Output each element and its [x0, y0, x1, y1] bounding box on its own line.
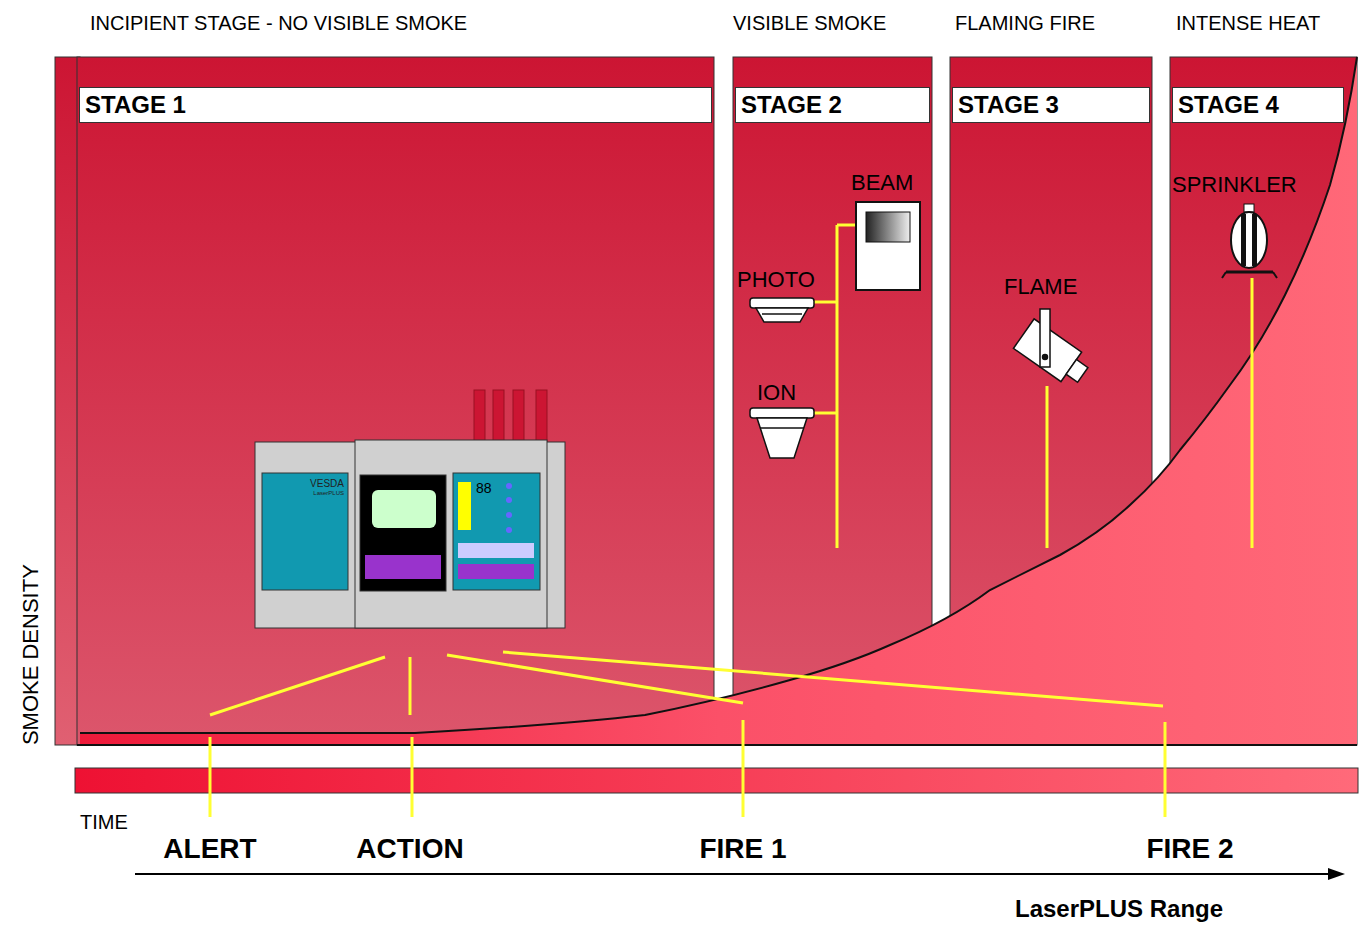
display-digits: 88	[476, 480, 492, 496]
detector-label: BEAM	[851, 170, 913, 195]
smoke-curve	[80, 57, 1357, 733]
density-bar	[55, 57, 80, 745]
stage-heading: INTENSE HEAT	[1176, 12, 1320, 35]
alarm-level: ACTION	[356, 833, 463, 865]
stage-heading: VISIBLE SMOKE	[733, 12, 886, 35]
stage-title: STAGE 1	[79, 87, 712, 123]
axis-label: TIME	[80, 811, 128, 834]
photo-detector	[750, 298, 814, 322]
detector-label: FLAME	[1004, 274, 1077, 299]
brand-text: VESDA	[310, 478, 344, 490]
detector-label: ION	[757, 380, 796, 405]
stage-title: STAGE 2	[735, 87, 930, 123]
detector-label: SPRINKLER	[1172, 172, 1297, 197]
flame-detector	[1013, 309, 1093, 390]
vesda-unit	[255, 390, 565, 628]
axis-label: SMOKE DENSITY	[17, 565, 42, 746]
yellow-leaders	[210, 225, 1252, 817]
stage-panel: INTENSE HEATSTAGE 4	[1170, 57, 1357, 745]
stage-heading: FLAMING FIRE	[955, 12, 1095, 35]
alarm-level: FIRE 1	[699, 833, 786, 865]
alarm-level: FIRE 2	[1146, 833, 1233, 865]
stage-panel	[77, 57, 714, 745]
smoke-curve-fill	[80, 57, 1357, 745]
time-arrow	[135, 868, 1345, 880]
ion-detector	[750, 408, 814, 458]
stage-heading: INCIPIENT STAGE - NO VISIBLE SMOKE	[90, 12, 467, 35]
stage-title: STAGE 3	[952, 87, 1150, 123]
stage-panel: FLAMING FIRESTAGE 3	[950, 57, 1152, 745]
beam-detector	[856, 202, 920, 290]
stage-panel: INCIPIENT STAGE - NO VISIBLE SMOKESTAGE …	[77, 57, 714, 745]
stage-title: STAGE 4	[1172, 87, 1344, 123]
sprinkler-head	[1222, 204, 1277, 278]
model-text: LaserPLUS	[313, 490, 344, 497]
range-label: LaserPLUS Range	[1015, 895, 1223, 923]
alarm-level: ALERT	[163, 833, 256, 865]
detector-label: PHOTO	[737, 267, 815, 292]
